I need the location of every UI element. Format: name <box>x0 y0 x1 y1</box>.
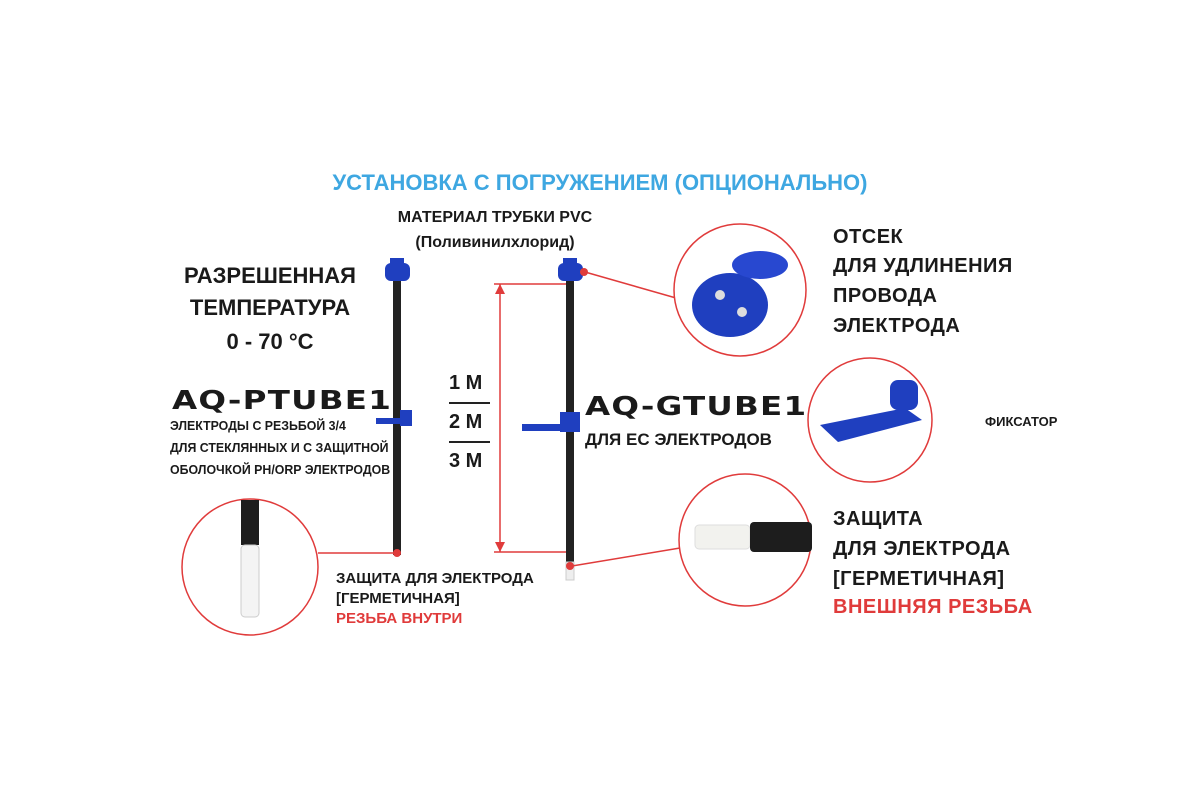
length-1m: 1 M <box>449 372 483 394</box>
compartment-2: ДЛЯ УДЛИНЕНИЯ <box>833 255 1013 277</box>
material-sub: (Поливинилхлорид) <box>415 234 575 251</box>
gtube-protection-2: ДЛЯ ЭЛЕКТРОДА <box>833 538 1011 560</box>
gtube-protection-4: ВНЕШНЯЯ РЕЗЬБА <box>833 596 1033 618</box>
gtube-protection-3: [ГЕРМЕТИЧНАЯ] <box>833 568 1005 590</box>
length-3m: 3 M <box>449 450 483 472</box>
length-dimension <box>494 283 566 553</box>
ptube-protection-detail <box>181 498 319 636</box>
ptube-desc-1: ЭЛЕКТРОДЫ С РЕЗЬБОЙ 3/4 <box>170 418 346 433</box>
compartment-3: ПРОВОДА <box>833 285 938 307</box>
ptube-model: AQ-PTUBE1 <box>172 386 393 416</box>
page-title: УСТАНОВКА С ПОГРУЖЕНИЕМ (ОПЦИОНАЛЬНО) <box>332 170 868 195</box>
fixator-detail <box>807 357 933 483</box>
gtube-protection-detail <box>678 473 812 607</box>
ptube-protection-2: [ГЕРМЕТИЧНАЯ] <box>336 590 460 607</box>
ptube-desc-2: ДЛЯ СТЕКЛЯННЫХ И С ЗАЩИТНОЙ <box>170 440 389 455</box>
ptube-illustration <box>376 258 412 557</box>
length-2m: 2 M <box>449 411 483 433</box>
compartment-detail <box>673 223 807 357</box>
ptube-protection-1: ЗАЩИТА ДЛЯ ЭЛЕКТРОДА <box>336 570 534 587</box>
temp-range: 0 - 70 °C <box>226 329 314 354</box>
material-label: МАТЕРИАЛ ТРУБКИ PVC <box>397 209 593 226</box>
temp-line1: РАЗРЕШЕННАЯ <box>183 263 356 288</box>
gtube-illustration <box>522 258 588 581</box>
gtube-protection-1: ЗАЩИТА <box>833 508 924 530</box>
gtube-desc: ДЛЯ EC ЭЛЕКТРОДОВ <box>585 430 772 449</box>
compartment-1: ОТСЕК <box>833 226 904 248</box>
temp-line2: ТЕМПЕРАТУРА <box>189 295 351 320</box>
gtube-model: AQ-GTUBE1 <box>585 392 808 422</box>
ptube-desc-3: ОБОЛОЧКОЙ PH/ORP ЭЛЕКТРОДОВ <box>170 462 391 477</box>
fixator-label: ФИКСАТОР <box>985 414 1058 429</box>
ptube-protection-3: РЕЗЬБА ВНУТРИ <box>336 610 463 627</box>
compartment-4: ЭЛЕКТРОДА <box>833 315 961 337</box>
